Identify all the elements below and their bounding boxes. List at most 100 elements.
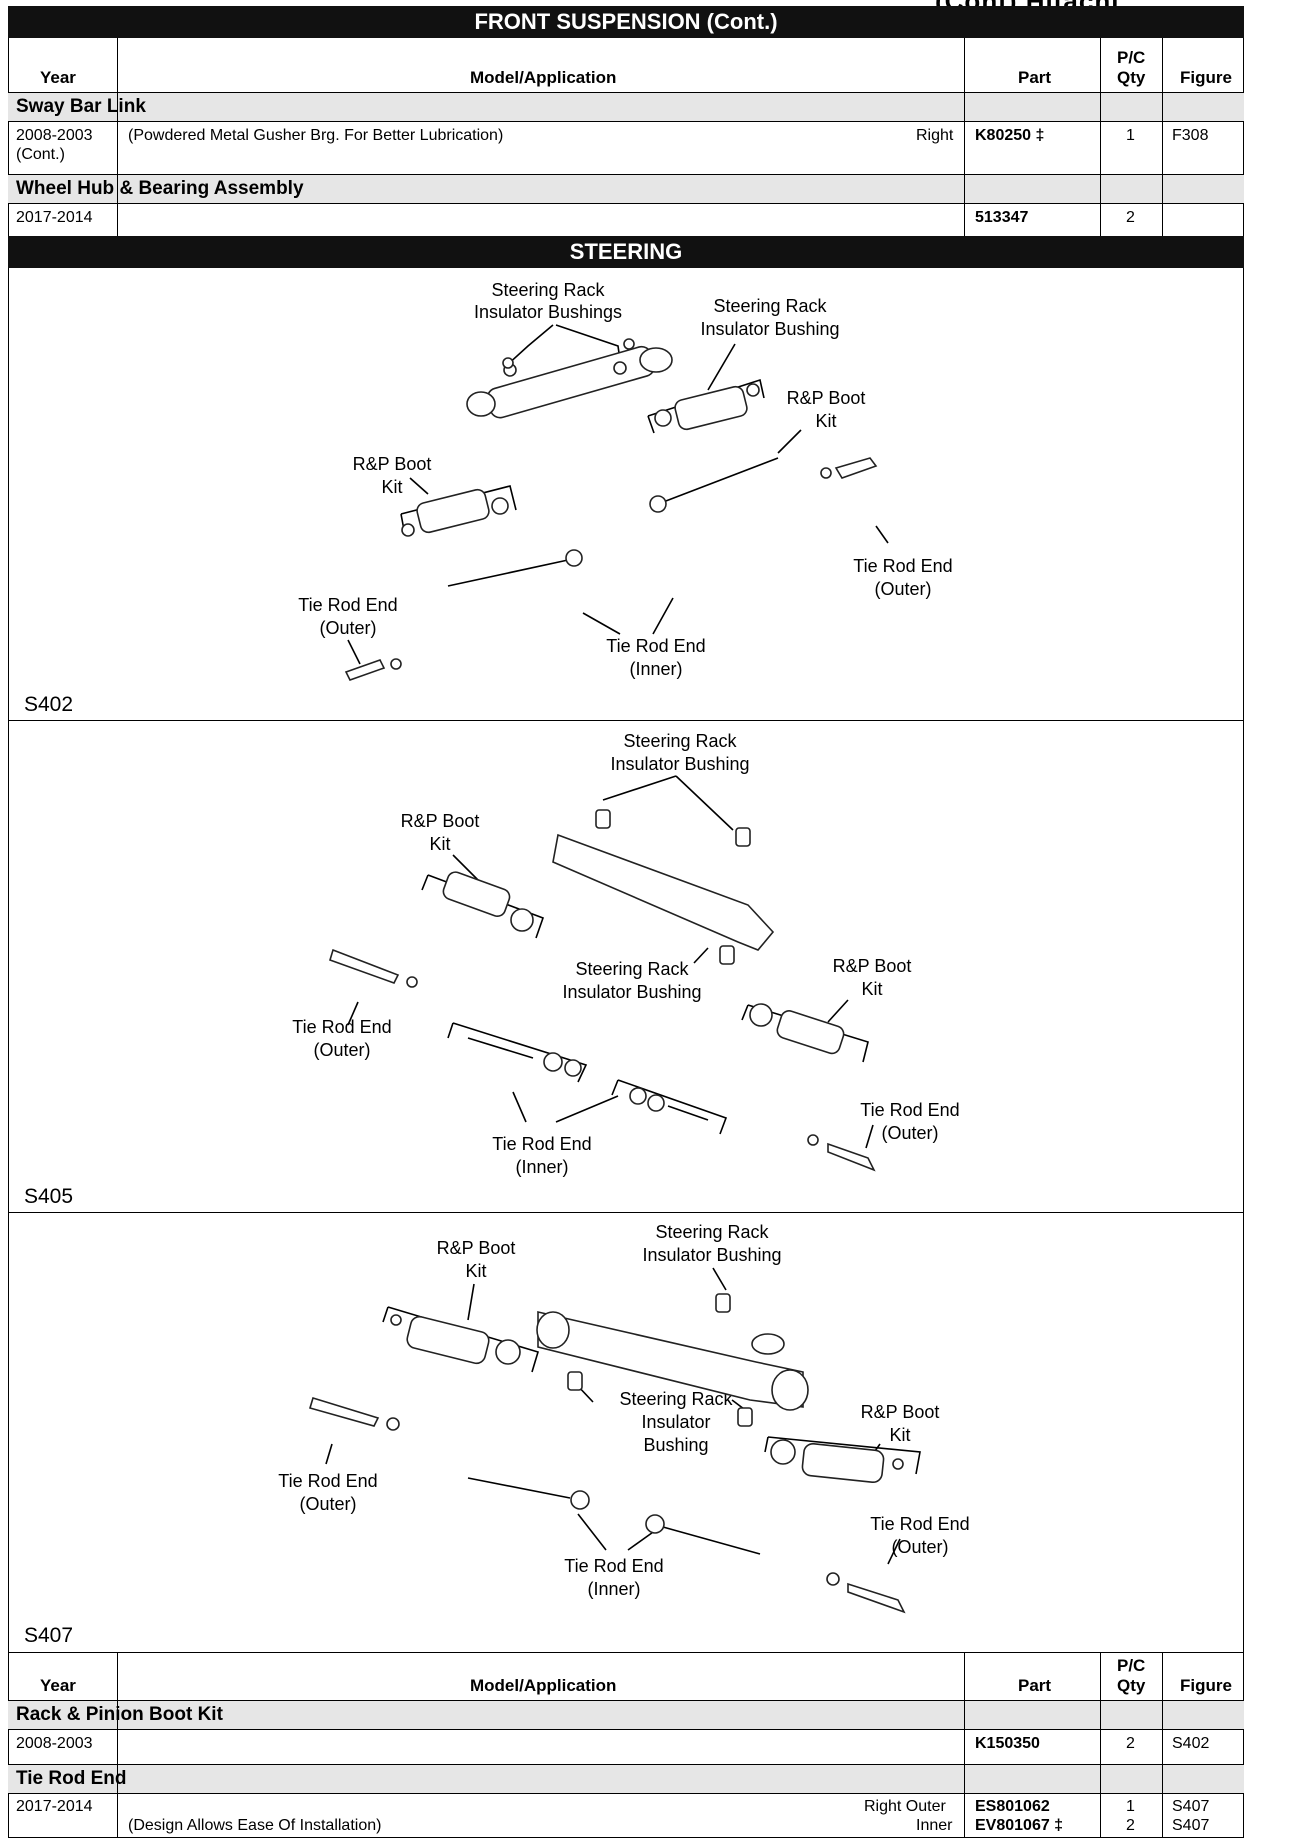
table-rule	[8, 1793, 1244, 1794]
component-shape	[746, 383, 760, 397]
component-shape	[737, 1407, 753, 1427]
row-qty: 2	[1126, 209, 1135, 226]
figure-callout-label: Kit	[815, 411, 836, 431]
table-rule	[8, 720, 1244, 721]
category-sway-bar-link: Sway Bar Link	[8, 92, 1244, 121]
leader-line	[467, 1477, 571, 1499]
figure-id: S405	[24, 1185, 74, 1208]
component-shape	[827, 1142, 876, 1172]
leader-line	[611, 1079, 728, 1135]
component-shape	[595, 809, 611, 829]
row-qty: 2	[1126, 1817, 1135, 1834]
row-year: 2017-2014	[16, 1798, 93, 1815]
category-title: Tie Rod End	[16, 1768, 127, 1789]
leader-line	[707, 343, 736, 391]
component-shape	[807, 1134, 819, 1146]
component-shape	[502, 357, 514, 369]
header-model: Model/Application	[470, 1676, 617, 1695]
figure-callout-label: (Outer)	[299, 1494, 356, 1514]
figure-callout-label: Tie Rod End	[564, 1556, 663, 1576]
component-shape	[466, 391, 496, 417]
header-year: Year	[40, 1676, 76, 1695]
leader-line	[582, 597, 674, 635]
table-rule	[8, 1700, 1244, 1701]
table-rule	[8, 121, 1244, 122]
row-qty: 2	[1126, 1735, 1135, 1752]
figure-callout-label: R&P Boot	[401, 811, 480, 831]
figure-callout-label: Steering Rack	[713, 296, 827, 316]
component-shape	[442, 871, 511, 917]
component-shape	[543, 1052, 563, 1072]
component-shape	[770, 1439, 796, 1465]
figure-callout-label: Insulator	[641, 1412, 710, 1432]
figure-callout-label: (Outer)	[891, 1537, 948, 1557]
figure-callout-label: Kit	[429, 834, 450, 854]
category-tie-rod-end: Tie Rod End	[8, 1764, 1244, 1793]
row-part: K80250 ‡	[975, 127, 1045, 144]
leader-line	[657, 457, 779, 505]
figure-callout-label: Tie Rod End	[853, 556, 952, 576]
leader-line	[693, 947, 709, 964]
category-title: Rack & Pinion Boot Kit	[16, 1704, 223, 1725]
figure-callout-label: Tie Rod End	[292, 1017, 391, 1037]
leader-line	[505, 324, 554, 367]
component-shape	[495, 1339, 521, 1365]
header-model: Model/Application	[470, 68, 617, 87]
component-shape	[749, 1003, 773, 1027]
table-rule	[8, 1729, 1244, 1730]
component-shape	[386, 1417, 400, 1431]
row-side: Inner	[916, 1817, 953, 1834]
component-shape	[645, 1514, 665, 1534]
leader-line	[602, 775, 734, 831]
component-shape	[536, 1311, 570, 1349]
component-shape	[647, 1094, 665, 1112]
category-wheel-hub: Wheel Hub & Bearing Assembly	[8, 174, 1244, 203]
header-qty-2: Qty	[1117, 68, 1146, 87]
header-part: Part	[1018, 68, 1052, 87]
header-part: Part	[1018, 1676, 1052, 1695]
figure-callout-label: Tie Rod End	[278, 1471, 377, 1491]
leader-line	[577, 1513, 657, 1551]
leader-line	[347, 639, 361, 665]
component-shape	[751, 1333, 785, 1355]
figure-callout-label: Tie Rod End	[860, 1100, 959, 1120]
figure-callout-label: Steering Rack	[575, 959, 689, 979]
component-shape	[406, 976, 418, 988]
figure-callout-label: Insulator Bushing	[642, 1245, 781, 1265]
component-shape	[639, 347, 673, 373]
row-year: 2008-2003	[16, 127, 93, 144]
figure-callout-label: (Outer)	[874, 579, 931, 599]
component-shape	[537, 1310, 804, 1408]
leader-line	[865, 1124, 874, 1149]
component-shape	[613, 361, 627, 375]
component-shape	[776, 1010, 845, 1055]
table-rule	[8, 92, 1244, 93]
figure-callout-label: Steering Rack	[619, 1389, 733, 1409]
figure-id: S407	[24, 1624, 74, 1647]
leader-line	[409, 477, 429, 495]
figure-callout-label: Bushing	[643, 1435, 708, 1455]
component-shape	[390, 658, 402, 670]
table-rule	[1162, 38, 1163, 236]
component-shape	[826, 1572, 840, 1586]
figure-callout-label: R&P Boot	[353, 454, 432, 474]
figure-s405: Steering Rack Insulator Bushing R&P Boot…	[8, 720, 1244, 1212]
component-shape	[649, 495, 667, 513]
component-shape	[552, 833, 775, 951]
figure-callout-label: Tie Rod End	[870, 1514, 969, 1534]
figure-callout-label: Kit	[465, 1261, 486, 1281]
component-shape	[623, 338, 635, 350]
header-qty-1: P/C	[1117, 1656, 1146, 1675]
row-figure: F308	[1172, 127, 1209, 144]
figure-callout-label: Insulator Bushing	[562, 982, 701, 1002]
figure-callout-label: R&P Boot	[833, 956, 912, 976]
component-shape	[801, 1442, 885, 1484]
component-shape	[834, 457, 878, 479]
component-shape	[674, 385, 748, 431]
component-shape	[629, 1087, 647, 1105]
table-rule	[117, 1652, 118, 1838]
row-year: 2017-2014	[16, 209, 93, 226]
leader-line	[347, 1001, 359, 1026]
table-rule	[1162, 1652, 1163, 1838]
row-figure: S407	[1172, 1798, 1210, 1815]
